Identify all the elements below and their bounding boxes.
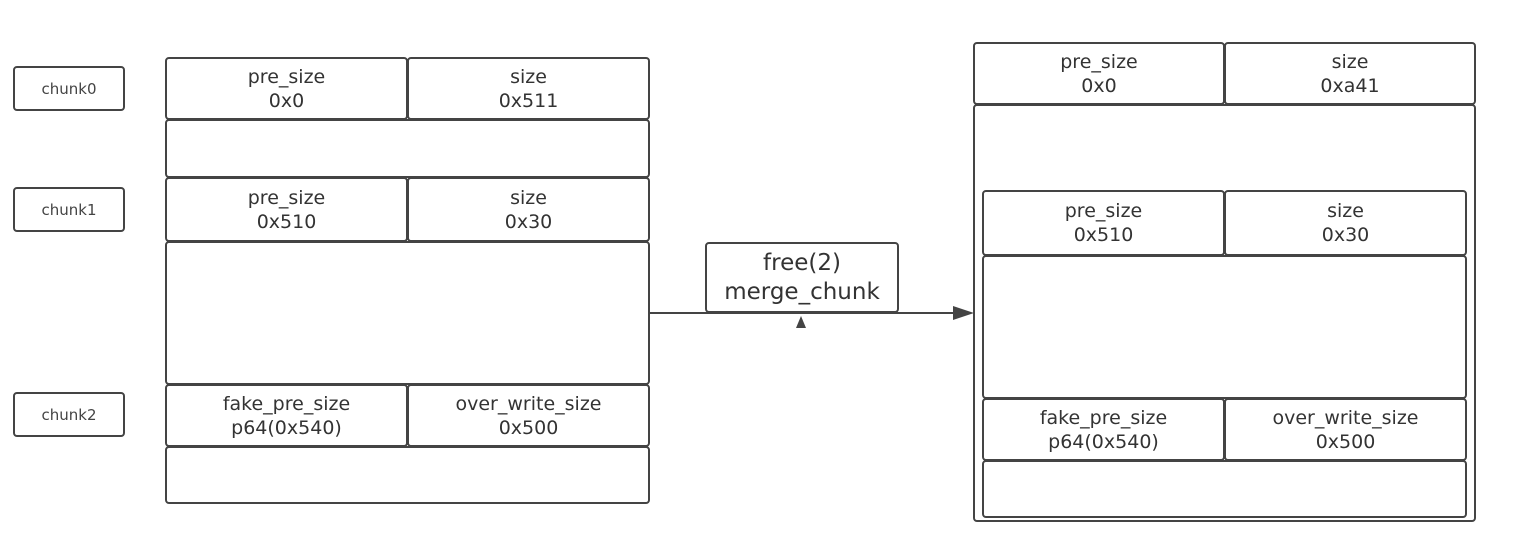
operation-line2: merge_chunk xyxy=(724,278,880,305)
right-fake-chunk-body xyxy=(982,460,1467,518)
left-chunk1-pre-size-value: 0x510 xyxy=(256,210,317,233)
left-chunk1-body xyxy=(165,241,650,385)
left-chunk0-pre-size-cell: pre_size 0x0 xyxy=(165,57,408,120)
right-inner-size-name: size xyxy=(1327,200,1364,222)
chunk0-label-text: chunk0 xyxy=(41,79,97,98)
left-chunk0-size-cell: size 0x511 xyxy=(407,57,650,120)
right-merged-size-name: size xyxy=(1331,50,1369,73)
right-merged-size-cell: size 0xa41 xyxy=(1224,42,1476,105)
left-chunk2-size-name: over_write_size xyxy=(455,392,602,415)
left-chunk1-pre-size-name: pre_size xyxy=(247,186,326,209)
right-fake-pre-size-cell: fake_pre_size p64(0x540) xyxy=(982,398,1225,461)
right-fake-size-value: 0x500 xyxy=(1315,430,1376,453)
left-chunk0-size-name: size xyxy=(510,65,547,88)
left-chunk2-pre-size-cell: fake_pre_size p64(0x540) xyxy=(165,384,408,447)
right-fake-pre-size-value: p64(0x540) xyxy=(1048,430,1159,453)
left-chunk1-size-value: 0x30 xyxy=(504,210,553,233)
left-chunk0-pre-size-value: 0x0 xyxy=(268,89,305,112)
left-chunk2-size-cell: over_write_size 0x500 xyxy=(407,384,650,447)
left-chunk1-pre-size-cell: pre_size 0x510 xyxy=(165,177,408,242)
chunk1-label-text: chunk1 xyxy=(41,200,97,219)
left-chunk1-size-name: size xyxy=(510,186,547,209)
left-chunk2-pre-size-name: fake_pre_size xyxy=(222,392,351,415)
left-chunk1-size-cell: size 0x30 xyxy=(407,177,650,242)
small-triangle-icon xyxy=(796,316,806,328)
right-fake-size-name: over_write_size xyxy=(1272,406,1419,429)
left-chunk0-size-value: 0x511 xyxy=(498,89,559,112)
right-inner-pre-size-value: 0x510 xyxy=(1073,224,1134,246)
chunk2-label-text: chunk2 xyxy=(41,405,97,424)
right-inner-pre-size-name: pre_size xyxy=(1064,200,1143,222)
right-fake-size-cell: over_write_size 0x500 xyxy=(1224,398,1467,461)
left-chunk0-body xyxy=(165,119,650,178)
free-merge-operation-box: free(2) merge_chunk xyxy=(705,242,899,313)
chunk1-label: chunk1 xyxy=(13,187,125,232)
left-chunk2-body xyxy=(165,446,650,504)
right-merged-pre-size-value: 0x0 xyxy=(1081,74,1117,97)
arrow-head-icon xyxy=(953,306,974,320)
operation-line1: free(2) xyxy=(763,249,841,276)
right-inner-chunk-body xyxy=(982,255,1467,399)
right-merged-pre-size-name: pre_size xyxy=(1060,50,1138,73)
right-merged-pre-size-cell: pre_size 0x0 xyxy=(973,42,1225,105)
left-chunk2-size-value: 0x500 xyxy=(498,416,559,439)
left-chunk2-pre-size-value: p64(0x540) xyxy=(231,416,342,439)
right-inner-pre-size-cell: pre_size 0x510 xyxy=(982,190,1225,256)
left-chunk0-pre-size-name: pre_size xyxy=(247,65,326,88)
right-inner-size-cell: size 0x30 xyxy=(1224,190,1467,256)
chunk0-label: chunk0 xyxy=(13,66,125,111)
right-merged-size-value: 0xa41 xyxy=(1320,74,1380,97)
chunk2-label: chunk2 xyxy=(13,392,125,437)
right-inner-size-value: 0x30 xyxy=(1321,224,1370,246)
right-fake-pre-size-name: fake_pre_size xyxy=(1039,406,1168,429)
